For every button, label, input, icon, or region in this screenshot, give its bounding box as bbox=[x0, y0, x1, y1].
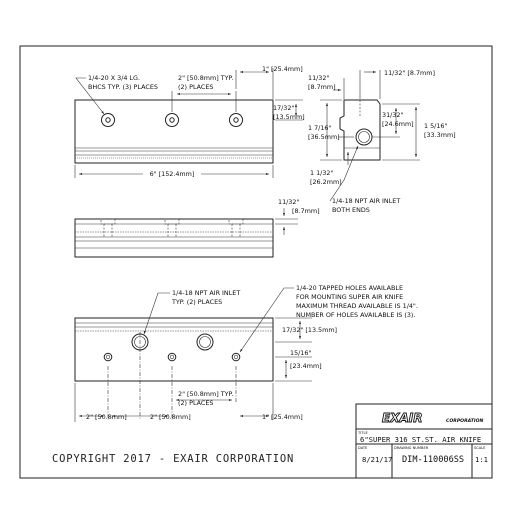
bottom-dim-a: 2" [50.8mm] bbox=[86, 413, 127, 421]
overall-length-dim: 6" [152.4mm] bbox=[150, 170, 195, 178]
drawing-number: DIM-110006SS bbox=[402, 455, 464, 465]
side-top-mm: [8.7mm] bbox=[308, 83, 336, 91]
pitch-places: (2) PLACES bbox=[178, 83, 213, 91]
side-d3-in: 1 5/16" bbox=[424, 122, 447, 130]
bolt-head bbox=[101, 113, 115, 127]
date-label: DATE bbox=[358, 446, 368, 450]
tapped-hole bbox=[231, 352, 241, 362]
middle-gap-mm: [8.7mm] bbox=[292, 207, 320, 215]
inlet-note-line2: TYP. (2) PLACES bbox=[171, 298, 222, 306]
bolt-head bbox=[229, 113, 243, 127]
tapped-hole bbox=[103, 352, 113, 362]
side-d2-mm: [36.5mm] bbox=[308, 133, 340, 141]
drawing-number-label: DRAWING NUMBER bbox=[394, 446, 429, 450]
center-dim-in: 15/16" bbox=[290, 349, 311, 357]
hidden-bolt bbox=[164, 218, 180, 237]
drawing-scale: 1:1 bbox=[475, 455, 488, 464]
tap-note-line1: 1/4-20 TAPPED HOLES AVAILABLE bbox=[296, 284, 403, 292]
center-dim-mm: [23.4mm] bbox=[290, 362, 322, 370]
front-view-body bbox=[74, 99, 274, 164]
tapped-hole bbox=[167, 352, 177, 362]
middle-view: 11/32" [8.7mm] bbox=[74, 198, 320, 258]
side-d1-in: 31/32" bbox=[382, 111, 403, 119]
svg-text:EXAIR: EXAIR bbox=[382, 411, 422, 425]
air-inlet-port bbox=[196, 333, 214, 351]
tap-note-line4: NUMBER OF HOLES AVAILABLE IS (3). bbox=[296, 311, 415, 319]
side-top-in: 11/32" bbox=[308, 74, 329, 82]
side-inlet-note-line2: BOTH ENDS bbox=[332, 206, 370, 214]
drawing-date: 8/21/17 bbox=[362, 455, 392, 464]
tap-note-line2: FOR MOUNTING SUPER AIR KNIFE bbox=[296, 293, 403, 301]
bottom-view-body bbox=[74, 317, 274, 382]
side-inlet-note-line1: 1/4-18 NPT AIR INLET bbox=[332, 197, 400, 205]
title-block: EXAIR CORPORATION TITLE 6"SUPER 316 ST.S… bbox=[355, 403, 493, 479]
middle-gap-in: 11/32" bbox=[278, 198, 299, 206]
side-view: 11/32" [8.7mm] 11/32" [8.7mm] 1 5/16" [3… bbox=[308, 69, 456, 214]
bottom-dim-b: 2" [50.8mm] bbox=[150, 413, 191, 421]
height-dim-mm: [13.5mm] bbox=[273, 113, 305, 121]
bolt-head bbox=[165, 113, 179, 127]
tap-note-line3: MAXIMUM THREAD AVAILABLE IS 1/4". bbox=[296, 302, 418, 310]
drawing-title: 6"SUPER 316 ST.ST. AIR KNIFE bbox=[360, 435, 481, 444]
bolt-note-line1: 1/4-20 X 3/4 LG. bbox=[88, 74, 140, 82]
bottom-dim-c: 1" [25.4mm] bbox=[262, 413, 303, 421]
corporation-label: CORPORATION bbox=[446, 418, 483, 424]
side-d3-mm: [33.3mm] bbox=[424, 131, 456, 139]
scale-label: SCALE bbox=[474, 446, 486, 450]
side-width-dim: 11/32" [8.7mm] bbox=[384, 69, 435, 77]
drawing-border bbox=[19, 45, 493, 479]
end-offset-dim: 1" [25.4mm] bbox=[262, 65, 303, 73]
hidden-bolt bbox=[228, 218, 244, 237]
copyright-notice: COPYRIGHT 2017 - EXAIR CORPORATION bbox=[52, 453, 294, 465]
side-d2-in: 1 7/16" bbox=[308, 124, 331, 132]
bottom-height-dim: 17/32" [13.5mm] bbox=[282, 326, 337, 334]
pitch-label: 2" [50.8mm] TYP. bbox=[178, 74, 233, 82]
middle-view-body bbox=[74, 218, 274, 258]
exair-logo: EXAIR bbox=[382, 411, 423, 426]
bottom-pitch-label: 2" [50.8mm] TYP. bbox=[178, 390, 233, 398]
bottom-view: 1/4-18 NPT AIR INLET TYP. (2) PLACES 1/4… bbox=[74, 284, 418, 422]
inlet-note-line1: 1/4-18 NPT AIR INLET bbox=[172, 289, 240, 297]
height-dim-in: 17/32" bbox=[273, 104, 294, 112]
hidden-bolt bbox=[100, 218, 116, 237]
front-view-top: 1/4-20 X 3/4 LG. BHCS TYP. (3) PLACES 2"… bbox=[74, 65, 305, 178]
title-label: TITLE bbox=[357, 431, 368, 435]
bolt-note-line2: BHCS TYP. (3) PLACES bbox=[88, 83, 158, 91]
bottom-pitch-places: (2) PLACES bbox=[178, 399, 213, 407]
side-d4-mm: [26.2mm] bbox=[310, 178, 342, 186]
side-d4-in: 1 1/32" bbox=[310, 169, 333, 177]
side-d1-mm: [24.6mm] bbox=[382, 120, 414, 128]
